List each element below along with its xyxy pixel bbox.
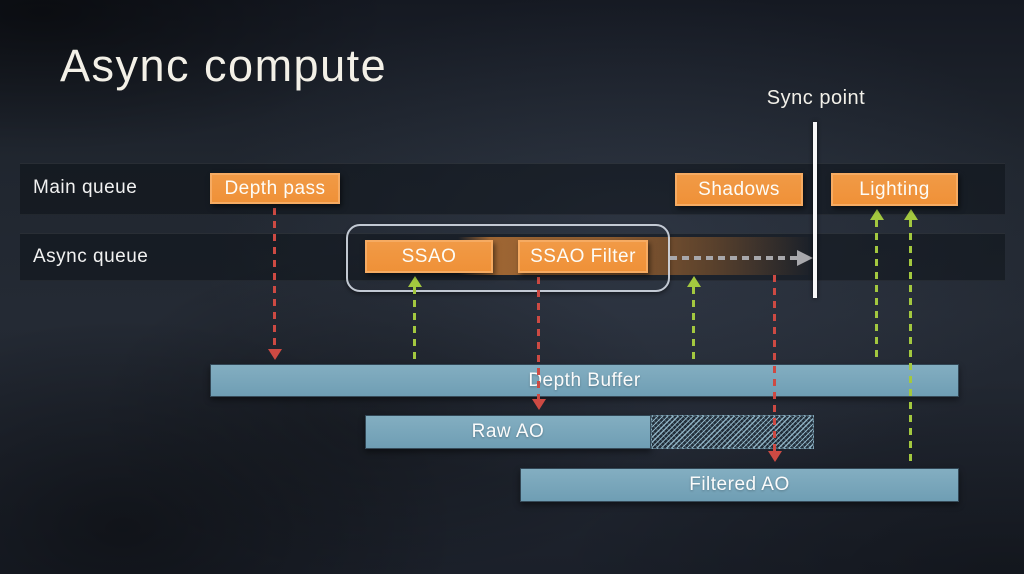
shadows-label: Shadows bbox=[698, 178, 780, 200]
read-arrow-async-tail-line bbox=[692, 287, 695, 361]
write-arrow-depth-pass-head-icon bbox=[268, 349, 282, 360]
async-continuation-arrow-line bbox=[670, 256, 797, 260]
raw-ao-label: Raw AO bbox=[471, 421, 545, 442]
ssao-filter-box: SSAO Filter bbox=[518, 240, 648, 273]
depth-pass-box: Depth pass bbox=[210, 173, 340, 204]
lighting-box: Lighting bbox=[831, 173, 958, 206]
sync-point-line bbox=[813, 122, 817, 298]
write-arrow-filtered-ao-line bbox=[773, 275, 776, 451]
shadows-box: Shadows bbox=[675, 173, 803, 206]
write-arrow-depth-pass-line bbox=[273, 208, 276, 350]
filtered-ao-label: Filtered AO bbox=[689, 474, 790, 495]
filtered-ao-bar: Filtered AO bbox=[520, 468, 959, 502]
depth-buffer-label: Depth Buffer bbox=[528, 369, 641, 391]
read-arrow-lighting-ao-head-icon bbox=[904, 209, 918, 220]
ssao-filter-label: SSAO Filter bbox=[530, 245, 636, 267]
ssao-label: SSAO bbox=[401, 245, 457, 267]
async-continuation-arrow-head-icon bbox=[797, 250, 813, 266]
read-arrow-lighting-depth-line bbox=[875, 220, 878, 362]
slide-title: Async compute bbox=[60, 40, 388, 91]
sync-point-label: Sync point bbox=[766, 87, 866, 109]
async-group-outline bbox=[346, 224, 670, 292]
main-queue-label: Main queue bbox=[33, 177, 138, 198]
depth-buffer-bar: Depth Buffer bbox=[210, 364, 959, 397]
read-arrow-ssao-head-icon bbox=[408, 276, 422, 287]
write-arrow-raw-ao-line bbox=[537, 277, 540, 399]
raw-ao-pending-hatch bbox=[651, 415, 814, 449]
raw-ao-bar: Raw AO bbox=[365, 415, 651, 449]
read-arrow-lighting-depth-head-icon bbox=[870, 209, 884, 220]
depth-pass-label: Depth pass bbox=[224, 177, 326, 199]
ssao-box: SSAO bbox=[365, 240, 493, 273]
write-arrow-filtered-ao-head-icon bbox=[768, 451, 782, 462]
read-arrow-lighting-ao-line bbox=[909, 220, 912, 466]
write-arrow-raw-ao-head-icon bbox=[532, 399, 546, 410]
read-arrow-async-tail-head-icon bbox=[687, 276, 701, 287]
lighting-label: Lighting bbox=[859, 178, 930, 200]
read-arrow-ssao-line bbox=[413, 287, 416, 362]
async-queue-label: Async queue bbox=[33, 246, 149, 267]
